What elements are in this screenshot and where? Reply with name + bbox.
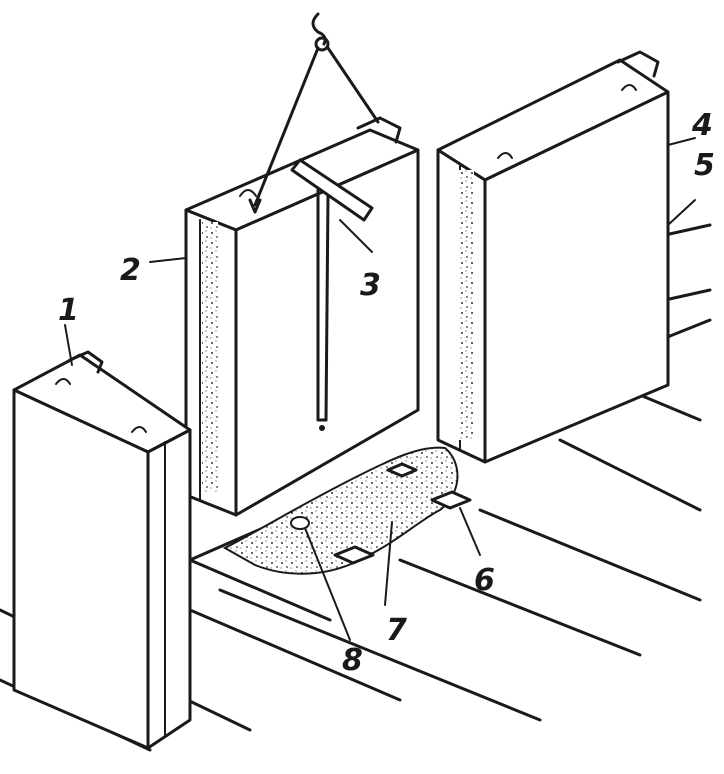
label-7: 7: [386, 613, 407, 648]
label-4: 4: [691, 108, 713, 143]
label-5: 5: [694, 148, 715, 183]
fixing-plates: [290, 462, 472, 565]
label-8: 8: [342, 643, 363, 678]
leader-lines: [64, 137, 696, 641]
panel-front-left: [12, 350, 192, 750]
mortar-bed: [222, 446, 459, 575]
panel-right-installed: [436, 50, 670, 464]
label-3: 3: [360, 268, 381, 303]
reference-labels: 1 2 3 4 5 6 7 8: [58, 108, 715, 678]
alignment-rod-tool: [290, 158, 374, 431]
label-6: 6: [474, 563, 495, 598]
label-2: 2: [120, 253, 141, 288]
crane-hook-slings: [248, 12, 380, 214]
label-1: 1: [58, 293, 79, 328]
panel-middle-suspended: [184, 116, 420, 517]
